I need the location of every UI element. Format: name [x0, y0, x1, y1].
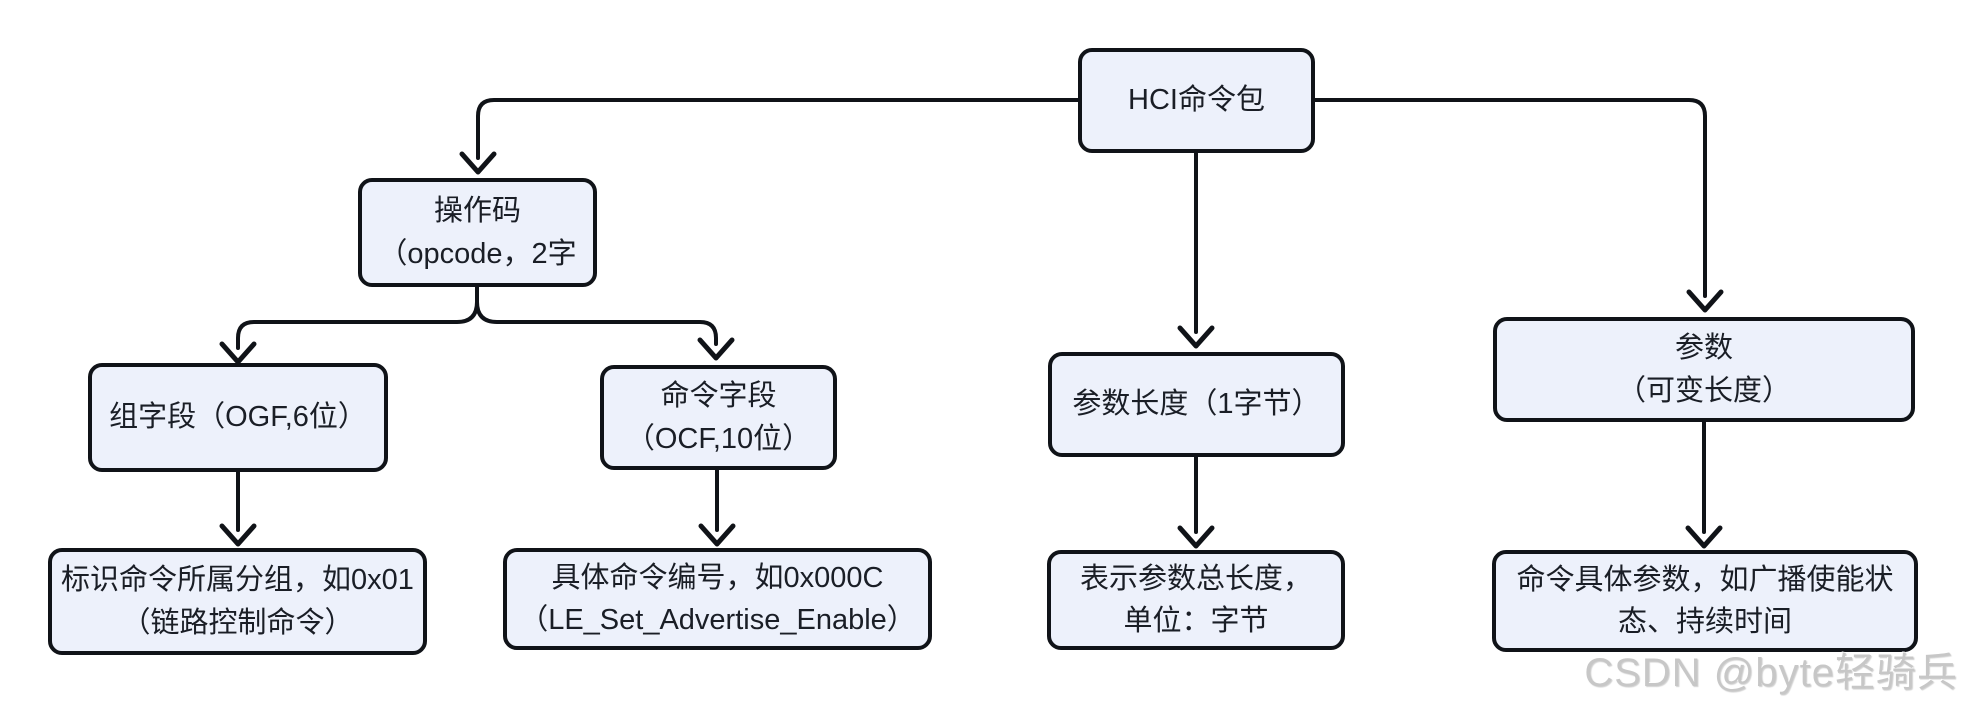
arrowhead-params-desc: [1685, 525, 1723, 549]
node-ogf-description: 标识命令所属分组，如0x01 （链路控制命令）: [48, 548, 427, 655]
node-label-line2: （链路控制命令）: [121, 606, 354, 639]
arrowhead-opcode: [459, 151, 497, 175]
node-parameter-length-description: 表示参数总长度， 单位：字节: [1047, 550, 1345, 650]
arrowhead-ocf-desc: [698, 523, 736, 547]
node-label: 参数长度（1字节）: [1072, 388, 1321, 421]
node-label-line1: 命令具体参数，如广播使能状: [1516, 563, 1894, 596]
node-label-line1: 标识命令所属分组，如0x01: [61, 564, 414, 597]
connector-opcode-to-ocf: [475, 285, 718, 346]
arrowhead-param-len: [1177, 325, 1215, 349]
node-label-line1: 参数: [1674, 332, 1733, 365]
arrowhead-params: [1686, 289, 1724, 313]
node-label-line2: 单位：字节: [1123, 605, 1269, 637]
connector-hci-to-opcode: [476, 98, 1080, 160]
node-ogf-field: 组字段（OGF,6位）: [88, 363, 388, 472]
node-ocf-description: 具体命令编号，如0x000C （LE_Set_Advertise_Enable）: [503, 548, 932, 650]
node-parameters: 参数 （可变长度）: [1493, 317, 1915, 422]
arrowhead-plen-desc: [1177, 525, 1215, 549]
node-opcode: 操作码 （opcode，2字: [358, 178, 597, 287]
node-hci-command-packet: HCI命令包: [1078, 48, 1315, 153]
connector-opcode-to-ogf: [236, 285, 479, 350]
node-ocf-field: 命令字段 （OCF,10位）: [600, 365, 837, 470]
csdn-watermark: CSDN @byte轻骑兵: [1584, 651, 1958, 695]
node-label: 组字段（OGF,6位）: [109, 401, 367, 434]
node-parameter-length: 参数长度（1字节）: [1048, 352, 1345, 457]
node-label-line2: （OCF,10位）: [625, 422, 812, 455]
node-label-line1: 表示参数总长度，: [1079, 562, 1312, 595]
node-label-line2: 态、持续时间: [1617, 606, 1792, 638]
node-label-line1: 具体命令编号，如0x000C: [551, 561, 884, 594]
node-label: HCI命令包: [1128, 84, 1265, 117]
arrowhead-ocf: [697, 337, 735, 361]
arrowhead-ogf: [219, 341, 257, 365]
arrowhead-ogf-desc: [219, 523, 257, 547]
node-label-line1: 命令字段: [660, 380, 777, 413]
node-label-line1: 操作码: [433, 195, 521, 228]
node-label-line2: （可变长度）: [1616, 374, 1791, 407]
node-label-line2: （LE_Set_Advertise_Enable）: [519, 604, 916, 636]
node-parameters-description: 命令具体参数，如广播使能状 态、持续时间: [1492, 550, 1918, 652]
connector-hci-to-params: [1313, 98, 1707, 298]
node-label-line2: （opcode，2字: [378, 237, 577, 270]
